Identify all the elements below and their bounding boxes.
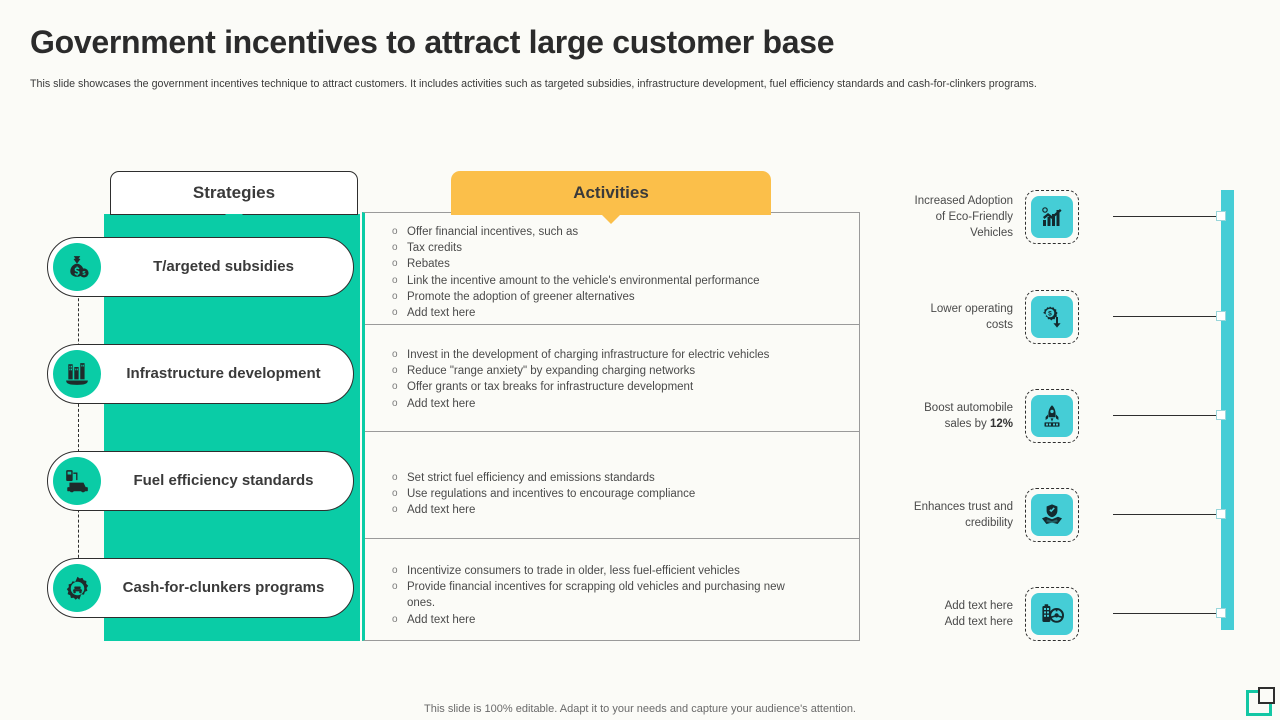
activity-item: Add text here	[379, 612, 847, 628]
column-header-strategies: Strategies	[110, 171, 358, 223]
activity-item: Rebates	[379, 256, 847, 272]
activities-header-label: Activities	[573, 183, 649, 202]
battery-steering-icon	[1031, 593, 1073, 635]
activity-row: Invest in the development of charging in…	[365, 325, 859, 432]
activity-item: Tax credits	[379, 240, 847, 256]
strategy-label: Infrastructure development	[126, 364, 321, 382]
outcome-connector-node	[1216, 311, 1226, 321]
outcome-line: Lower operating	[930, 303, 1013, 315]
dollar-gear-down-icon: $	[1031, 296, 1073, 338]
activity-item: Reduce "range anxiety" by expanding char…	[379, 363, 847, 379]
outcome-label: Add text here Add text here	[885, 598, 1025, 630]
activity-item: Offer grants or tax breaks for infrastru…	[379, 379, 847, 395]
outcome-connector-node	[1216, 410, 1226, 420]
handshake-shield-icon	[1031, 494, 1073, 536]
strategy-label: Fuel efficiency standards	[133, 471, 314, 489]
outcome-icon-frame	[1025, 587, 1079, 641]
outcome-label: Enhances trust and credibility	[885, 499, 1025, 531]
money-bag-icon: $	[53, 243, 101, 291]
activity-item: Offer financial incentives, such as	[379, 224, 847, 240]
outcome-line: sales by	[944, 418, 990, 430]
activity-item: Invest in the development of charging in…	[379, 347, 847, 363]
outcome-line: Vehicles	[970, 227, 1013, 239]
strategy-connector-dashed-line	[78, 268, 79, 588]
strategy-label: T/argeted subsidies	[153, 257, 294, 275]
strategy-item-fuel-efficiency-standards[interactable]: Fuel efficiency standards	[47, 451, 354, 511]
activity-item: Promote the adoption of greener alternat…	[379, 289, 847, 305]
strategies-header-label: Strategies	[192, 183, 276, 202]
strategy-label: Cash-for-clunkers programs	[122, 578, 325, 596]
outcome-line: Enhances trust and	[913, 501, 1013, 513]
activity-item: Provide financial incentives for scrappi…	[379, 579, 847, 611]
outcome-line: Add text here	[944, 616, 1013, 628]
strategy-item-cash-for-clunkers-programs[interactable]: Cash-for-clunkers programs	[47, 558, 354, 618]
outcome-item-lower-operating-costs[interactable]: Lower operating costs $	[885, 290, 1079, 344]
outcome-item-boost-automobile-sales[interactable]: Boost automobile sales by 12%	[885, 389, 1079, 443]
building-icon	[53, 350, 101, 398]
outcome-icon-frame	[1025, 190, 1079, 244]
outcome-item-eco-friendly-adoption[interactable]: Increased Adoption of Eco-Friendly Vehic…	[885, 190, 1079, 244]
outcome-connector	[1113, 613, 1223, 614]
svg-text:$: $	[82, 271, 86, 277]
footer-note: This slide is 100% editable. Adapt it to…	[424, 703, 856, 715]
outcome-highlight: 12%	[989, 418, 1013, 430]
activity-row: Offer financial incentives, such as Tax …	[365, 213, 859, 325]
activity-list: Set strict fuel efficiency and emissions…	[365, 470, 859, 519]
activity-item: Add text here	[379, 396, 847, 412]
activity-item: Add text here	[379, 305, 847, 321]
outcome-label: Increased Adoption of Eco-Friendly Vehic…	[885, 193, 1025, 241]
outcomes-accent-bar	[1221, 190, 1234, 630]
outcome-line: costs	[986, 319, 1013, 331]
column-header-activities: Activities	[451, 171, 771, 224]
fuel-car-icon	[53, 457, 101, 505]
outcome-connector-node	[1216, 509, 1226, 519]
strategies-header-notch-icon	[225, 214, 243, 223]
activities-header-notch-icon	[602, 215, 620, 224]
page-title: Government incentives to attract large c…	[30, 24, 835, 60]
outcome-icon-frame	[1025, 488, 1079, 542]
outcome-icon-frame	[1025, 389, 1079, 443]
outcome-line: Add text here	[944, 600, 1013, 612]
svg-text:$: $	[1048, 311, 1052, 318]
rocket-icon	[1031, 395, 1073, 437]
page-subtitle: This slide showcases the government ince…	[30, 78, 1037, 90]
activity-item: Link the incentive amount to the vehicle…	[379, 273, 847, 289]
outcome-icon-frame: $	[1025, 290, 1079, 344]
outcome-connector	[1113, 216, 1223, 217]
outcome-item-trust-credibility[interactable]: Enhances trust and credibility	[885, 488, 1079, 542]
logo-mark-icon	[1246, 687, 1275, 716]
outcome-label: Lower operating costs	[885, 301, 1025, 333]
activity-list: Offer financial incentives, such as Tax …	[365, 224, 859, 321]
outcome-connector	[1113, 316, 1223, 317]
activity-list: Invest in the development of charging in…	[365, 347, 859, 412]
activity-row: Set strict fuel efficiency and emissions…	[365, 432, 859, 539]
activity-list: Incentivize consumers to trade in older,…	[365, 563, 859, 628]
strategy-item-infrastructure-development[interactable]: Infrastructure development	[47, 344, 354, 404]
activities-panel: Offer financial incentives, such as Tax …	[362, 212, 860, 641]
outcome-line: Boost automobile	[924, 402, 1013, 414]
activity-item: Use regulations and incentives to encour…	[379, 486, 847, 502]
outcome-connector-node	[1216, 608, 1226, 618]
gear-car-icon	[53, 564, 101, 612]
outcome-line: of Eco-Friendly	[935, 211, 1013, 223]
activity-row: Incentivize consumers to trade in older,…	[365, 539, 859, 640]
outcome-connector	[1113, 514, 1223, 515]
activity-item: Incentivize consumers to trade in older,…	[379, 563, 847, 579]
activity-item: Add text here	[379, 502, 847, 518]
activity-item: Set strict fuel efficiency and emissions…	[379, 470, 847, 486]
outcome-line: credibility	[965, 517, 1013, 529]
growth-chart-icon	[1031, 196, 1073, 238]
outcome-connector	[1113, 415, 1223, 416]
outcome-connector-node	[1216, 211, 1226, 221]
outcome-line: Increased Adoption	[914, 195, 1013, 207]
outcome-item-placeholder[interactable]: Add text here Add text here	[885, 587, 1079, 641]
strategy-item-targeted-subsidies[interactable]: $ T/argeted subsidies	[47, 237, 354, 297]
outcome-label: Boost automobile sales by 12%	[885, 400, 1025, 432]
